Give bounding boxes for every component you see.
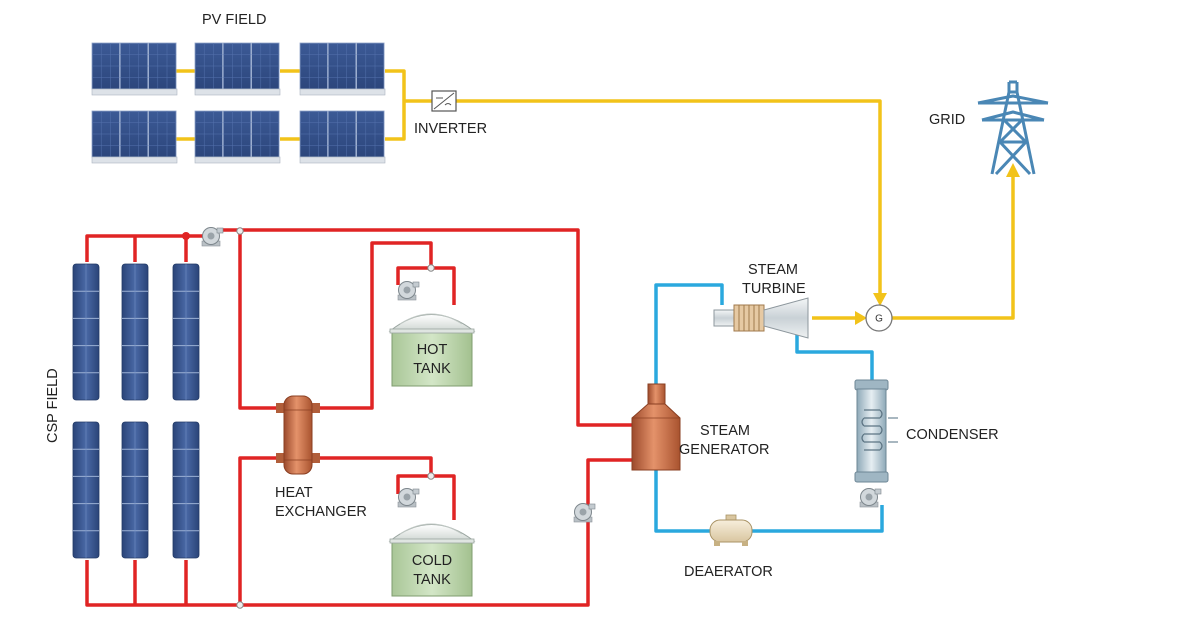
power-lines: [176, 69, 1015, 320]
heat-exchanger-icon: [276, 395, 320, 475]
power-arrows: [855, 163, 1020, 325]
valve-cold-tank-inlet: [427, 472, 435, 480]
deaerator-to-steam-generator-line: [654, 470, 712, 533]
steam-turbine-icon: [713, 297, 809, 339]
arrow-to-generator-left: [855, 311, 867, 325]
cold-tank-label-line2: TANK: [413, 572, 451, 588]
hot-tank-return-line: [431, 266, 456, 305]
pv-panel-array: [194, 110, 281, 164]
cold-tank-label-line1: COLD: [412, 553, 452, 569]
inverter-label: INVERTER: [414, 121, 487, 137]
turbine-exhaust-to-condenser: [795, 330, 874, 385]
generator-to-grid-line: [892, 175, 1015, 320]
hot-header-to-steam-generator: [222, 228, 632, 427]
hot-tank: [388, 313, 476, 387]
htf-loop: [85, 228, 632, 607]
heat-exchanger-to-hot-tank-line: [318, 241, 433, 410]
pumps: [201, 227, 882, 523]
arrow-to-generator-top: [873, 293, 887, 306]
hot-tank-label-line1: HOT: [417, 342, 448, 358]
csp-trough-row: [72, 421, 100, 559]
steam-turbine-label-line1: STEAM: [748, 262, 798, 278]
pv-panel-array: [91, 42, 178, 96]
pump-icon: [397, 488, 420, 508]
pv-panel-array: [91, 110, 178, 164]
grid-label: GRID: [929, 112, 965, 128]
csp-field-label: CSP FIELD: [45, 368, 61, 443]
inverter-to-generator-line: [456, 99, 882, 296]
csp-trough-row: [172, 421, 200, 559]
arrow-to-grid: [1006, 163, 1020, 177]
hot-tank-label-line2: TANK: [413, 361, 451, 377]
condenser-to-deaerator-line: [752, 505, 884, 533]
steam-turbine-label-line2: TURBINE: [742, 281, 806, 297]
cold-tank: [388, 523, 476, 597]
csp-trough-row: [121, 263, 149, 401]
pv-panel-array: [299, 110, 386, 164]
pump-icon: [859, 488, 882, 508]
inverter-icon: [431, 90, 457, 112]
valve-cold-return: [236, 601, 244, 609]
steam-generator-label-line2: GENERATOR: [679, 442, 770, 458]
condenser-label: CONDENSER: [906, 427, 999, 443]
steam-line-to-turbine: [654, 283, 724, 392]
csp-field: [72, 263, 200, 559]
pump-icon: [573, 503, 596, 523]
pv-panel-array: [194, 42, 281, 96]
heat-exchanger-to-cold-tank-line: [318, 456, 433, 494]
csp-trough-row: [72, 263, 100, 401]
water-steam-loop: [654, 283, 884, 533]
generator-symbol: G: [875, 314, 883, 325]
csp-trough-row: [172, 263, 200, 401]
steam-generator-label-line1: STEAM: [700, 423, 750, 439]
cold-tank-return-line: [431, 474, 456, 520]
pv-field: [91, 42, 386, 164]
steam-generator-icon: [631, 383, 681, 471]
valve-hot-header: [236, 227, 244, 235]
pv-panel-array: [299, 42, 386, 96]
grid-tower-icon: [977, 80, 1049, 176]
valve-hot-tank-inlet: [427, 264, 435, 272]
pv-field-label: PV FIELD: [202, 12, 266, 28]
generator-icon: G: [865, 304, 893, 332]
pv-to-inverter-bus: [385, 69, 432, 141]
steam-generator-to-cold-return: [85, 458, 632, 607]
htf-junction-dot: [182, 232, 190, 240]
deaerator-icon: [709, 514, 753, 546]
csp-trough-row: [121, 421, 149, 559]
pump-icon: [201, 227, 224, 247]
valves: [236, 227, 435, 609]
deaerator-label: DEAERATOR: [684, 564, 773, 580]
condenser-icon: [854, 379, 898, 483]
csp-top-header: [85, 234, 205, 262]
heat-exchanger-label-line1: HEAT: [275, 485, 313, 501]
hot-line-to-heat-exchanger: [238, 230, 280, 410]
pump-icon: [397, 281, 420, 301]
cold-return-to-heat-exchanger: [238, 456, 280, 605]
heat-exchanger-label-line2: EXCHANGER: [275, 504, 367, 520]
